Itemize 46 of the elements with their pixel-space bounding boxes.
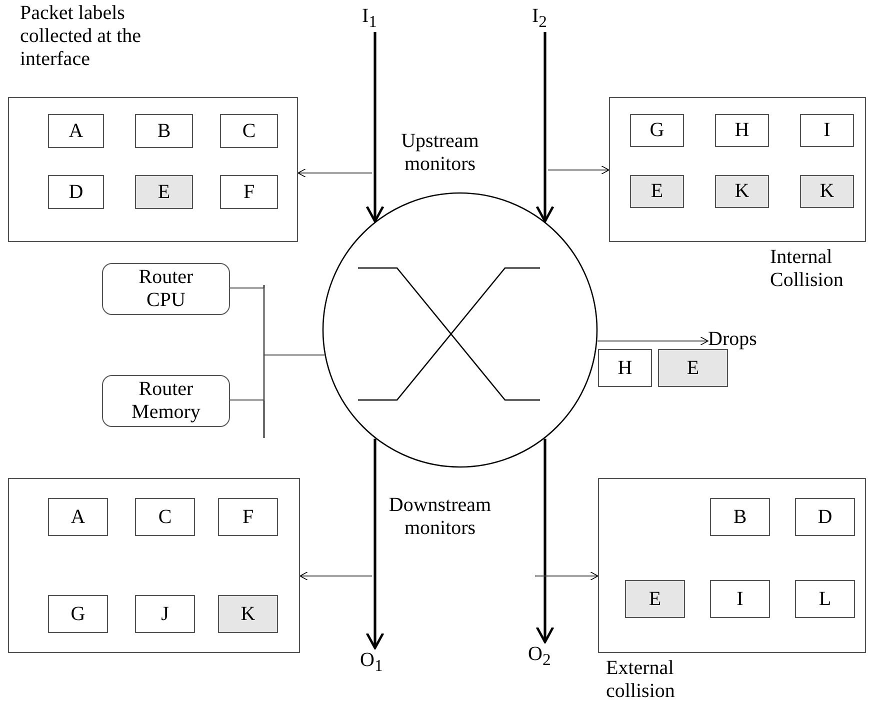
monitor-arrow	[298, 168, 372, 178]
port-label: O$_{1}$	[360, 648, 394, 676]
port-label: O$_{2}$	[528, 642, 562, 670]
monitor-arrow	[598, 336, 708, 346]
panel-heading: External collision	[606, 657, 676, 703]
packet-label: D	[795, 498, 855, 536]
packet-label: B	[710, 498, 770, 536]
packet-label: H	[715, 114, 769, 147]
router-component-box: Router CPU	[102, 263, 230, 315]
packet-label: C	[135, 498, 195, 536]
packet-label: F	[218, 498, 278, 536]
packet-label: K	[715, 175, 769, 208]
packet-label: I	[710, 580, 770, 618]
packet-label: D	[48, 175, 104, 209]
traffic-arrow	[366, 32, 384, 222]
packet-label: K	[218, 595, 278, 633]
packet-label: L	[795, 580, 855, 618]
connector-line	[230, 354, 324, 401]
packet-label: E	[658, 349, 728, 387]
packet-label: A	[48, 498, 108, 536]
monitor-arrow	[300, 572, 372, 580]
packet-label: G	[630, 114, 684, 147]
traffic-arrow	[536, 32, 554, 222]
packet-label: J	[135, 595, 195, 633]
traffic-arrow	[366, 438, 384, 650]
packet-label: H	[598, 349, 652, 387]
packet-label: B	[135, 114, 193, 148]
port-label: I$_{1}$	[362, 4, 392, 32]
router-component-box: Router Memory	[102, 375, 230, 427]
packet-label: F	[220, 175, 278, 209]
packet-label: A	[48, 114, 104, 148]
panel-heading: Internal Collision	[770, 246, 844, 292]
packet-label: E	[625, 580, 685, 618]
monitor-label: Downstream monitors	[388, 494, 492, 540]
packet-label: I	[800, 114, 854, 147]
monitor-arrow	[548, 166, 610, 174]
monitor-label: Upstream monitors	[400, 130, 480, 176]
packet-label: G	[48, 595, 108, 633]
port-label: I$_{2}$	[532, 4, 562, 32]
traffic-arrow	[536, 438, 554, 644]
packet-label: E	[630, 175, 684, 208]
monitor-arrow	[535, 572, 598, 580]
packet-label: K	[800, 175, 854, 208]
panel-heading: Packet labels collected at the interface	[20, 2, 142, 71]
packet-label: E	[135, 175, 193, 209]
packet-label: C	[220, 114, 278, 148]
